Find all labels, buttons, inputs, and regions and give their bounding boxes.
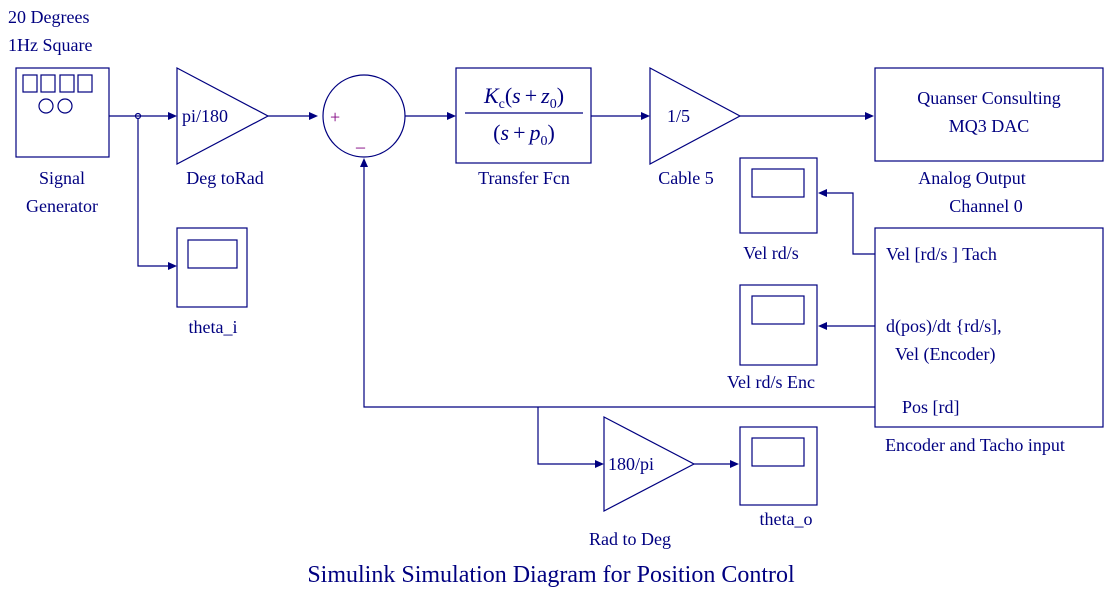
- deg-to-rad-gain-value: pi/180: [182, 106, 228, 126]
- sum-circle[interactable]: [322, 74, 406, 158]
- scope-label-vel: Vel rd/s: [743, 243, 799, 263]
- dac-label-2: Channel 0: [949, 196, 1023, 216]
- signal-generator-label-1: Signal: [39, 168, 85, 188]
- wire-pos-feedback: [363, 165, 875, 408]
- transfer-fcn-box[interactable]: [455, 67, 592, 164]
- encoder-label: Encoder and Tacho input: [885, 435, 1065, 455]
- wire-pos-to-rad2deg: [537, 407, 597, 465]
- encoder-port-vel-1: d(pos)/dt {rd/s],: [886, 316, 1002, 337]
- scope-screen-icon: [187, 239, 238, 269]
- scope-theta-o[interactable]: theta_o: [739, 426, 818, 529]
- encoder-port-pos: Pos [rd]: [902, 397, 960, 417]
- scope-screen-icon: [751, 168, 805, 198]
- arrowhead: [168, 112, 177, 120]
- transfer-fcn-numerator: Kc(s+z0): [483, 83, 564, 112]
- arrowhead: [641, 112, 650, 120]
- transfer-fcn-label: Transfer Fcn: [478, 168, 570, 188]
- arrowhead: [595, 460, 604, 468]
- scope-label-vel-enc: Vel rd/s Enc: [727, 372, 815, 392]
- scope-vel[interactable]: Vel rd/s: [739, 157, 818, 263]
- cable-gain-value: 1/5: [667, 106, 690, 126]
- sum-plus-sign: +: [330, 107, 340, 127]
- arrowhead: [168, 262, 177, 270]
- signal-generator-block[interactable]: 20 Degrees 1Hz Square Signal Generator: [8, 7, 110, 216]
- rad-to-deg-gain-block[interactable]: 180/pi Rad to Deg: [589, 416, 696, 549]
- arrowhead: [865, 112, 874, 120]
- dac-box[interactable]: [874, 67, 1104, 162]
- deg-to-rad-label: Deg toRad: [186, 168, 263, 188]
- deg-to-rad-triangle[interactable]: [176, 67, 270, 165]
- cable-label: Cable 5: [658, 168, 714, 188]
- scope-screen-icon: [751, 437, 805, 467]
- scope-label-theta-o: theta_o: [760, 509, 813, 529]
- deg-to-rad-gain-block[interactable]: pi/180 Deg toRad: [176, 67, 270, 188]
- transfer-fcn-block[interactable]: Kc(s+z0) (s+p0) Transfer Fcn: [455, 67, 592, 188]
- encoder-port-tach: Vel [rd/s ] Tach: [886, 244, 997, 264]
- scope-vel-enc[interactable]: Vel rd/s Enc: [727, 284, 818, 392]
- encoder-block[interactable]: Vel [rd/s ] Tach d(pos)/dt {rd/s], Vel (…: [874, 227, 1104, 455]
- rad-to-deg-gain-value: 180/pi: [608, 454, 654, 474]
- arrowhead: [360, 158, 368, 167]
- signal-wires: [109, 112, 875, 468]
- encoder-port-vel-2: Vel (Encoder): [895, 344, 995, 365]
- signal-generator-param-2: 1Hz Square: [8, 35, 92, 55]
- arrowhead: [818, 189, 827, 197]
- dac-label-1: Analog Output: [918, 168, 1026, 188]
- cable-gain-block[interactable]: 1/5 Cable 5: [649, 67, 742, 188]
- scope-label-theta-i: theta_i: [189, 317, 238, 337]
- arrowhead: [818, 322, 827, 330]
- cable-triangle[interactable]: [649, 67, 742, 165]
- dac-line-2: MQ3 DAC: [949, 116, 1030, 136]
- sum-block[interactable]: + _: [322, 74, 406, 158]
- sum-minus-sign: _: [355, 130, 366, 150]
- dac-block[interactable]: Quanser Consulting MQ3 DAC Analog Output…: [874, 67, 1104, 216]
- transfer-fcn-denominator: (s+p0): [493, 120, 555, 149]
- signal-generator-param-1: 20 Degrees: [8, 7, 89, 27]
- rad-to-deg-triangle[interactable]: [603, 416, 696, 512]
- rad-to-deg-label: Rad to Deg: [589, 529, 671, 549]
- wire-tach-to-vel-scope: [825, 192, 875, 255]
- diagram-caption: Simulink Simulation Diagram for Position…: [307, 562, 795, 588]
- arrowhead: [309, 112, 318, 120]
- signal-generator-label-2: Generator: [26, 196, 98, 216]
- dac-line-1: Quanser Consulting: [917, 88, 1061, 108]
- wire-branch-to-theta-i: [137, 118, 170, 267]
- scope-screen-icon: [751, 295, 805, 325]
- arrowhead: [730, 460, 739, 468]
- arrowhead: [447, 112, 456, 120]
- scope-theta-i[interactable]: theta_i: [176, 227, 248, 337]
- encoder-box[interactable]: [874, 227, 1104, 428]
- signal-generator-icon: [22, 74, 93, 114]
